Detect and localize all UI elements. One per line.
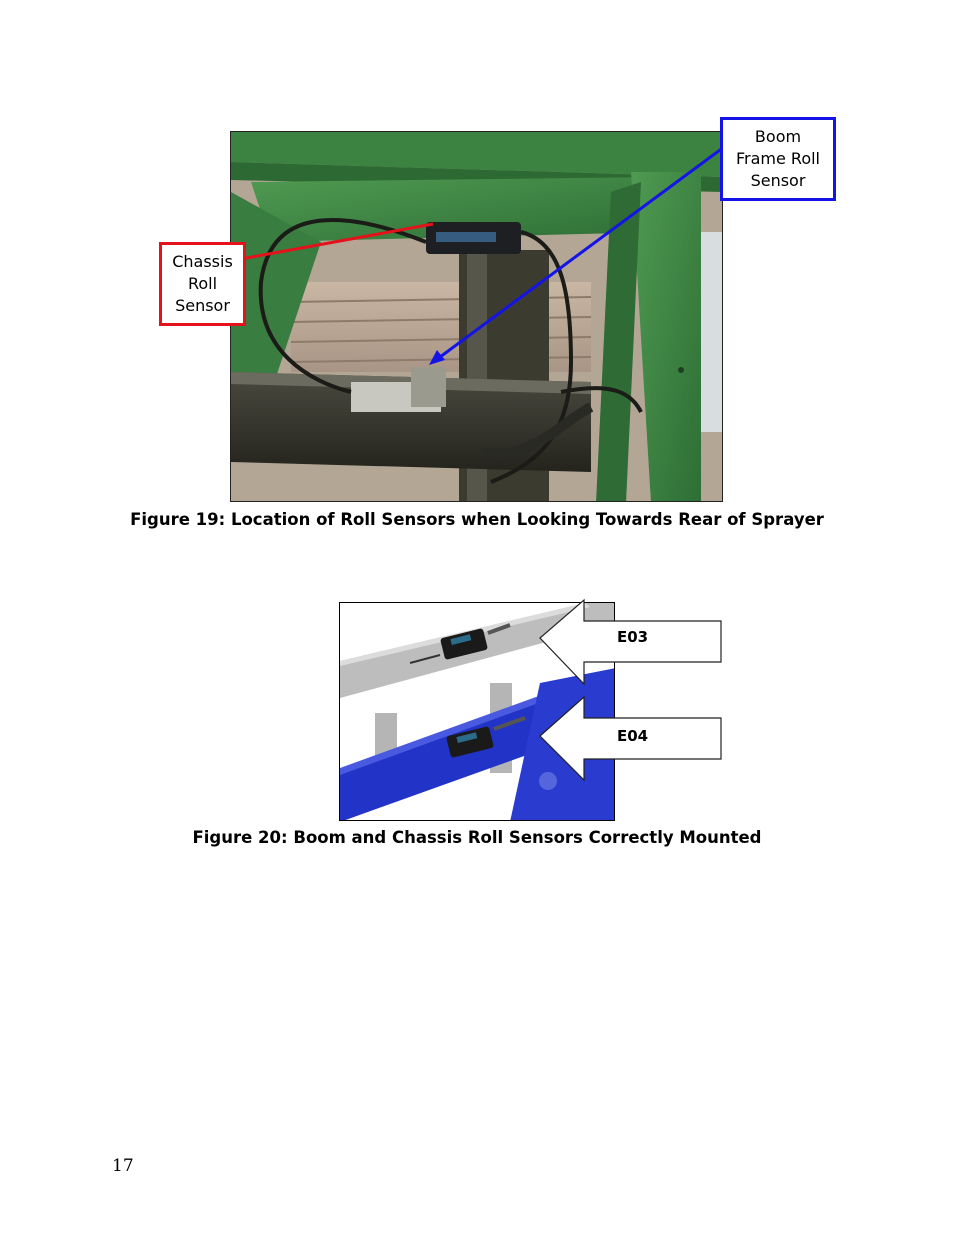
- e03-arrow: [539, 598, 722, 686]
- label-arrows: [539, 598, 722, 782]
- figure-20-caption: Figure 20: Boom and Chassis Roll Sensors…: [192, 828, 762, 847]
- sensor-e04-icon: [446, 716, 526, 758]
- chassis-roll-sensor-label: Chassis Roll Sensor: [172, 252, 233, 315]
- sprayer-photo: [230, 131, 723, 502]
- chassis-roll-sensor-callout: Chassis Roll Sensor: [159, 242, 246, 326]
- sensor-e03-icon: [409, 623, 511, 664]
- page-number: 17: [112, 1156, 134, 1176]
- e04-label: E04: [617, 727, 649, 745]
- boom-frame-roll-sensor-callout: Boom Frame Roll Sensor: [720, 117, 836, 201]
- e04-arrow: [539, 695, 722, 782]
- e03-label: E03: [617, 628, 649, 646]
- figure-19-caption: Figure 19: Location of Roll Sensors when…: [130, 510, 824, 529]
- sprayer-photo-illustration: [231, 132, 722, 501]
- boom-frame-roll-sensor-label: Boom Frame Roll Sensor: [735, 127, 820, 190]
